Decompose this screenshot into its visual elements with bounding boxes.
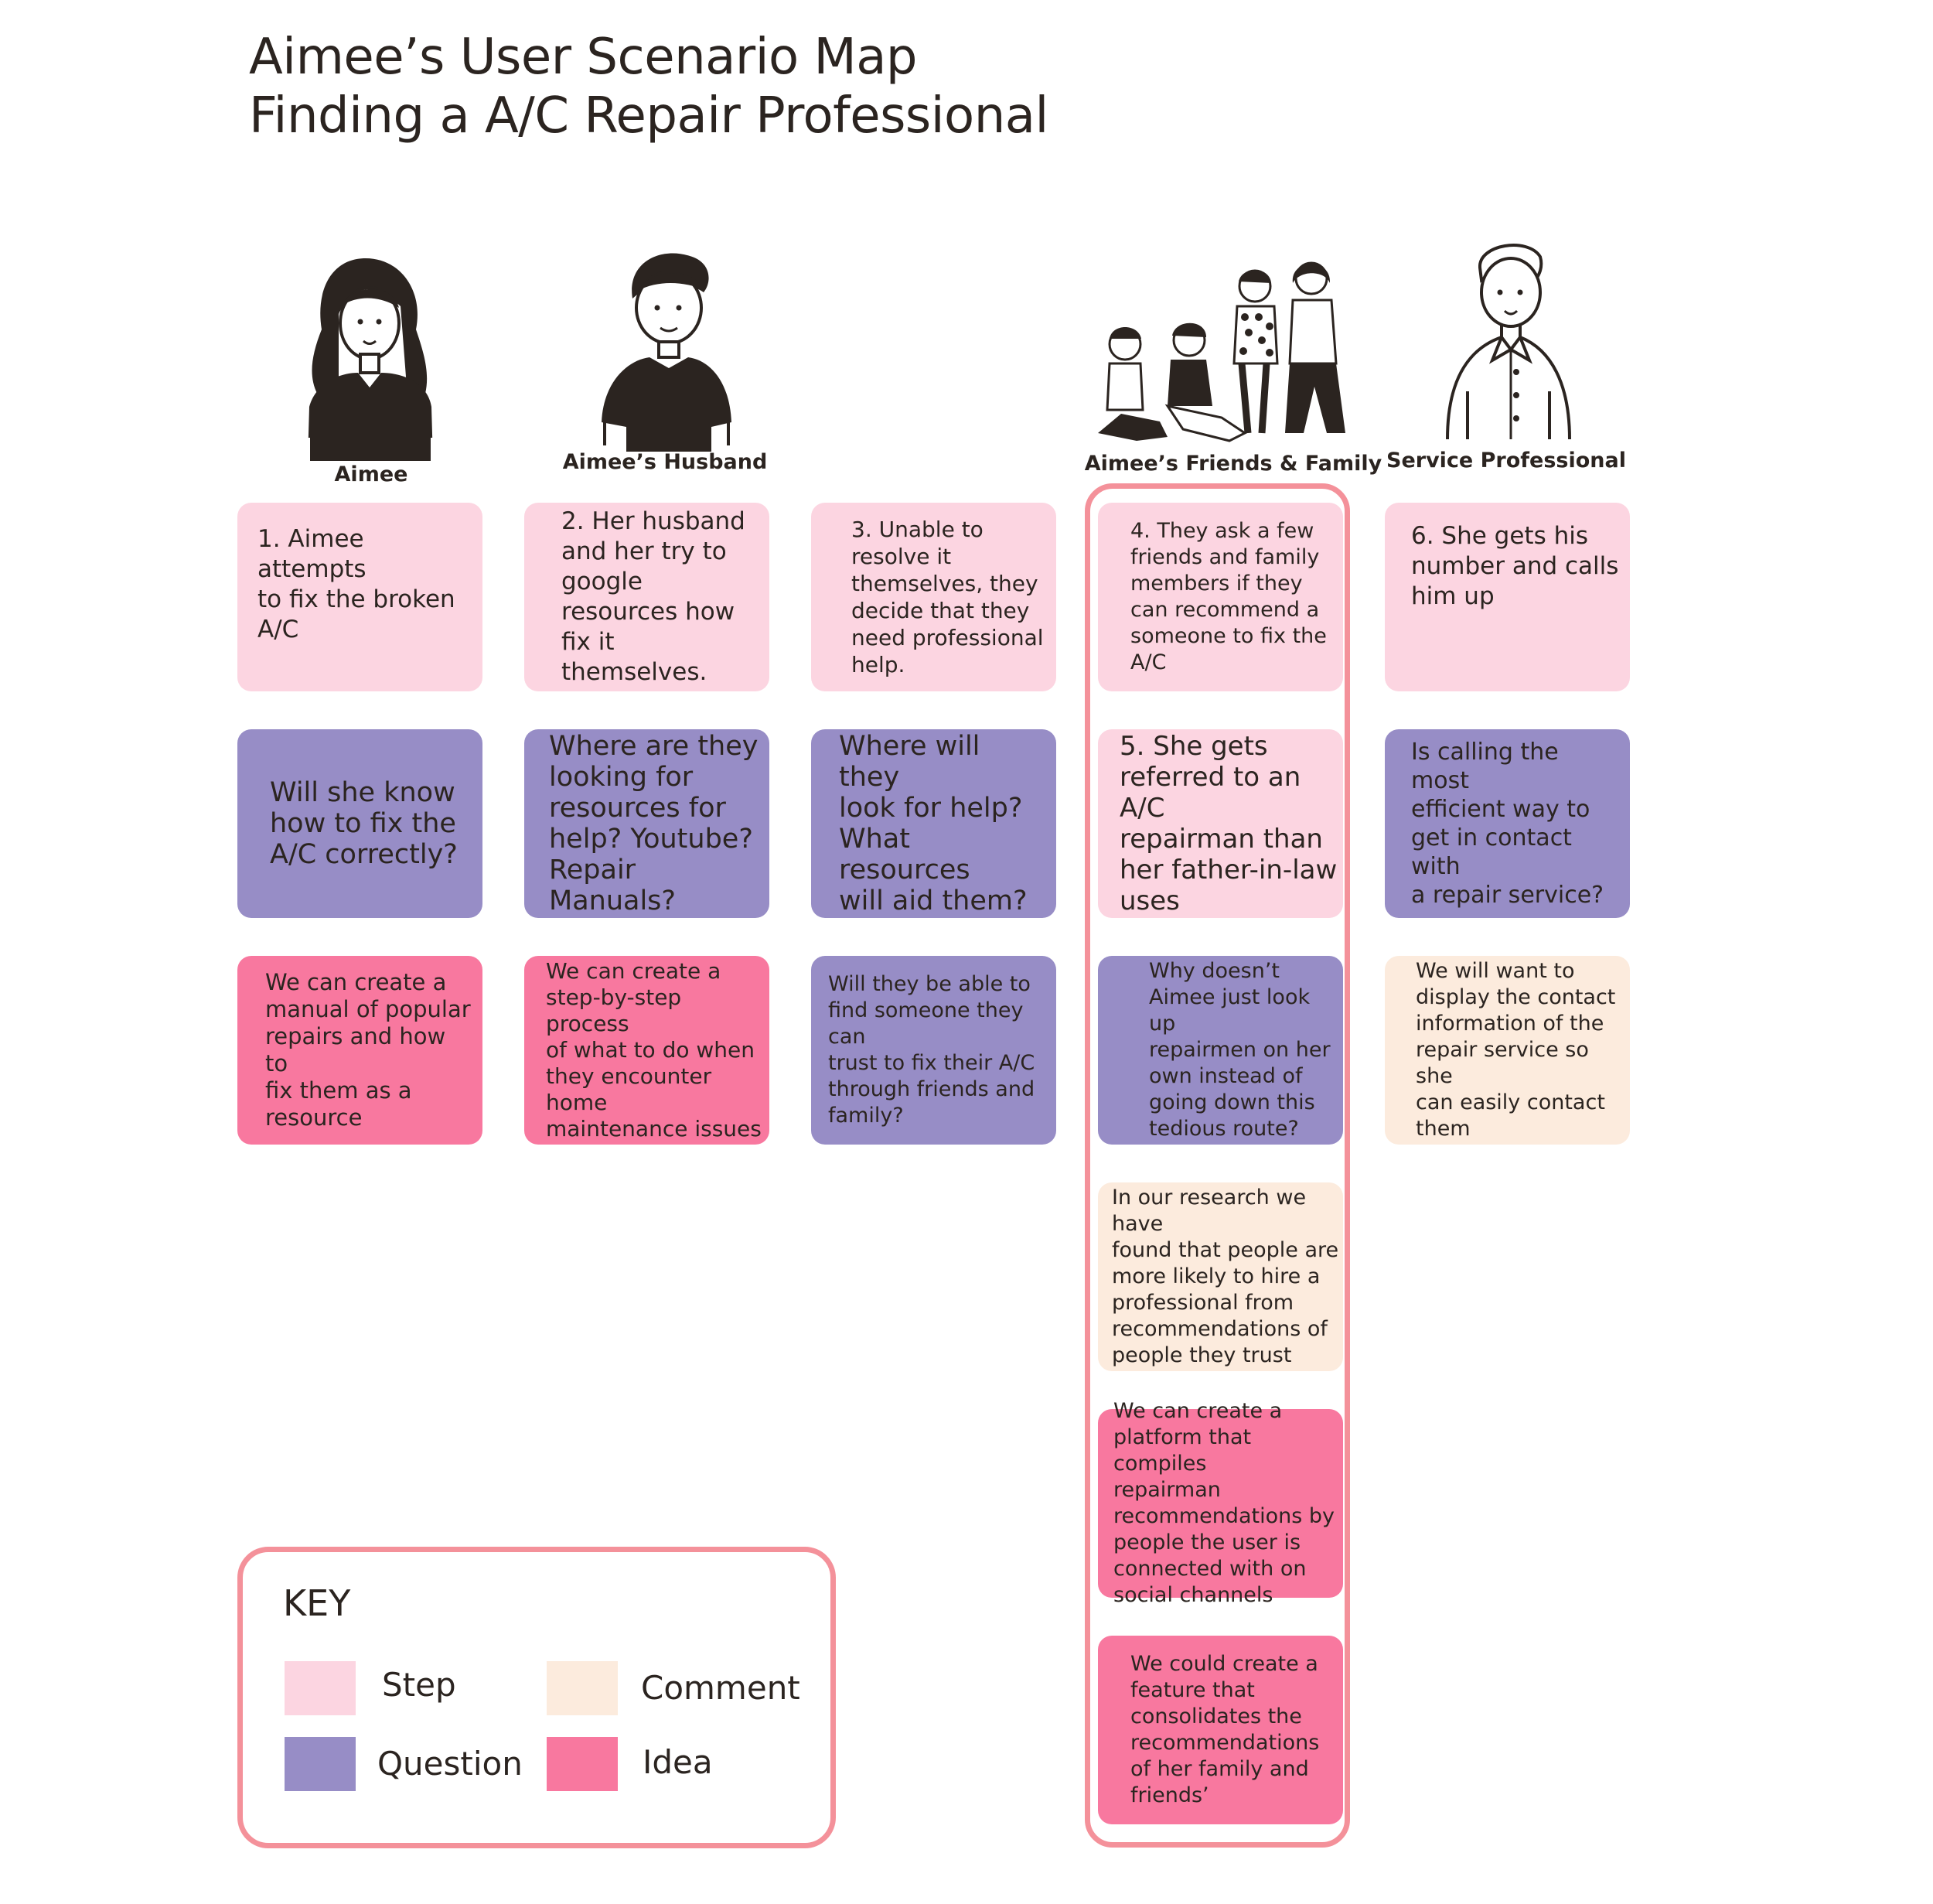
page-title: Aimee’s User Scenario Map Finding a A/C … — [249, 28, 1048, 145]
persona-label-husband: Aimee’s Husband — [562, 450, 768, 474]
persona-label-service-professional: Service Professional — [1386, 449, 1626, 473]
persona-label-aimee: Aimee — [334, 462, 408, 486]
legend-label-idea: Idea — [643, 1743, 713, 1781]
legend-label-question: Question — [377, 1745, 523, 1783]
idea-card: We can create a step-by-step process of … — [524, 956, 769, 1145]
legend-title: KEY — [283, 1582, 351, 1624]
question-card: Why doesn’t Aimee just look up repairmen… — [1098, 956, 1343, 1145]
step-card: 1. Aimee attempts to fix the broken A/C — [237, 503, 482, 691]
step-card: 5. She gets referred to an A/C repairman… — [1098, 729, 1343, 918]
legend-swatch-step — [285, 1661, 356, 1715]
question-card: Where are they looking for resources for… — [524, 729, 769, 918]
group-illustration-icon — [1098, 261, 1345, 442]
title-line-2: Finding a A/C Repair Professional — [249, 87, 1048, 145]
question-card: Will she know how to fix the A/C correct… — [237, 729, 482, 918]
professional-illustration-icon — [1446, 244, 1571, 440]
step-card: 3. Unable to resolve it themselves, they… — [811, 503, 1056, 691]
legend-label-step: Step — [382, 1666, 456, 1704]
comment-card: We will want to display the contact info… — [1385, 956, 1630, 1145]
woman-illustration-icon — [305, 258, 435, 461]
persona-label-friends-family: Aimee’s Friends & Family — [1084, 452, 1382, 476]
man-illustration-icon — [602, 253, 731, 452]
step-card: 4. They ask a few friends and family mem… — [1098, 503, 1343, 691]
title-line-1: Aimee’s User Scenario Map — [249, 29, 918, 86]
idea-card: We can create a platform that compiles r… — [1098, 1399, 1343, 1607]
legend-swatch-idea — [547, 1737, 618, 1791]
idea-card: We could create a feature that consolida… — [1098, 1636, 1343, 1824]
legend-label-comment: Comment — [641, 1669, 800, 1707]
legend-swatch-comment — [547, 1661, 618, 1715]
comment-card: In our research we have found that peopl… — [1098, 1182, 1343, 1371]
step-card: 2. Her husband and her try to google res… — [524, 503, 769, 691]
question-card: Where will they look for help? What reso… — [811, 729, 1056, 918]
step-card: 6. She gets his number and calls him up — [1385, 503, 1630, 691]
legend-box — [237, 1547, 836, 1848]
question-card: Is calling the most efficient way to get… — [1385, 729, 1630, 918]
question-card: Will they be able to find someone they c… — [811, 956, 1056, 1145]
idea-card: We can create a manual of popular repair… — [237, 956, 482, 1145]
friends-family-column-highlight — [1085, 483, 1350, 1848]
legend-swatch-question — [285, 1737, 356, 1791]
